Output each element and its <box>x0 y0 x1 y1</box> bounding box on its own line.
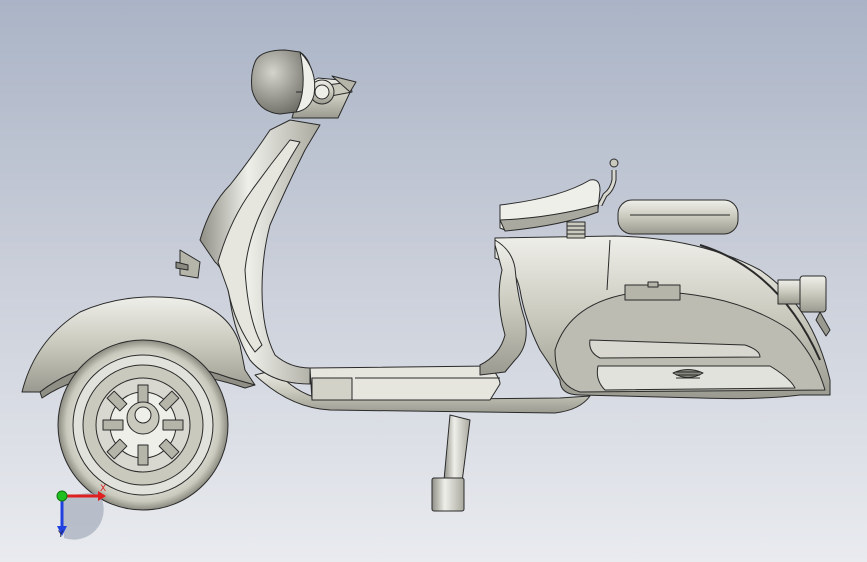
leg-shield <box>175 119 321 385</box>
grab-handle <box>597 158 619 207</box>
axis-triad <box>56 490 106 540</box>
rear-body <box>494 235 831 400</box>
axis-y-label: Y <box>58 530 64 540</box>
frame-tube <box>479 239 527 376</box>
kickstand <box>431 414 471 512</box>
headlamp <box>251 49 316 115</box>
hub-spokes <box>102 384 184 466</box>
front-wheel <box>57 339 229 511</box>
rear-light <box>777 275 831 337</box>
axis-y-dot <box>56 490 68 502</box>
seat-rear <box>617 199 739 235</box>
seat-front <box>499 179 601 239</box>
axis-x-label: X <box>100 484 107 494</box>
